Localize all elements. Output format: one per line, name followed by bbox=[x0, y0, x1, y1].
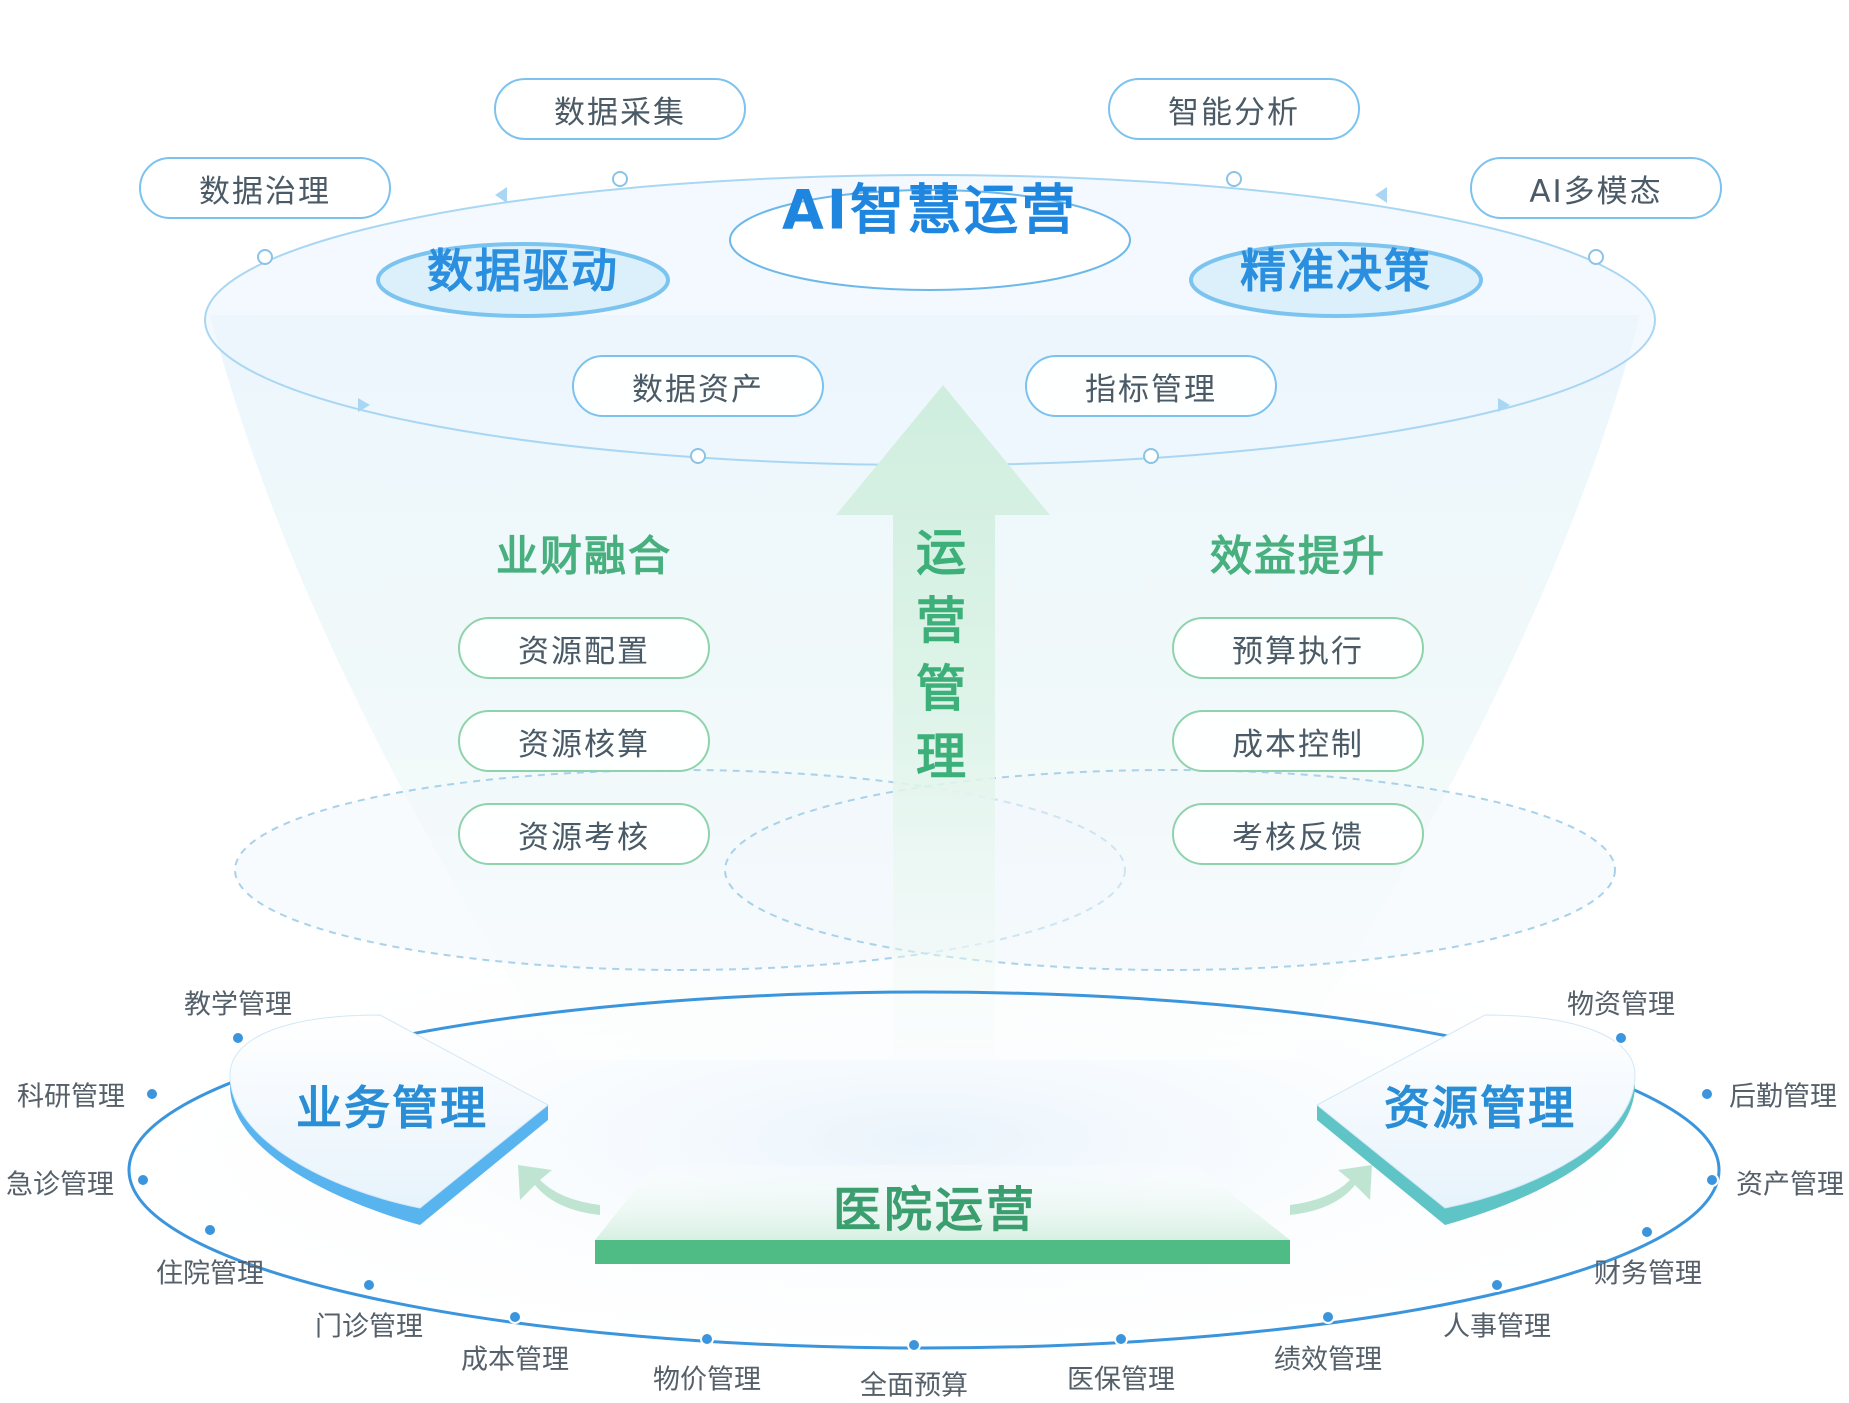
right-plate bbox=[1316, 1014, 1636, 1209]
ring-label-hr: 人事管理 bbox=[1443, 1311, 1551, 1343]
ring-label-insurance: 医保管理 bbox=[1067, 1364, 1175, 1396]
pill-assessment-feedback: 考核反馈 bbox=[1172, 803, 1424, 865]
central-arrow bbox=[836, 385, 1050, 1060]
ring-dot-teaching bbox=[231, 1031, 245, 1045]
base-platform-top bbox=[595, 1165, 1290, 1240]
ring-dot-finance bbox=[1640, 1225, 1654, 1239]
pill-data-collection: 数据采集 bbox=[494, 78, 746, 140]
ring-label-price: 物价管理 bbox=[653, 1364, 761, 1396]
base-ring bbox=[127, 990, 1721, 1350]
operation-management-vertical-label: 运 营 管 理 bbox=[916, 524, 966, 786]
dot-indicator-mgmt bbox=[1143, 448, 1159, 464]
ring-label-materials: 物资管理 bbox=[1567, 989, 1675, 1021]
arrow-to-left-plate bbox=[518, 1165, 600, 1215]
ring-label-emergency: 急诊管理 bbox=[6, 1169, 114, 1201]
ring-label-outpatient: 门诊管理 bbox=[315, 1311, 423, 1343]
ring-label-logistics: 后勤管理 bbox=[1729, 1081, 1837, 1113]
dot-ai-multimodal bbox=[1588, 249, 1604, 265]
ring-label-inpatient: 住院管理 bbox=[156, 1258, 264, 1290]
pill-resource-allocation: 资源配置 bbox=[458, 617, 710, 679]
ring-dot-performance bbox=[1321, 1310, 1335, 1324]
ring-label-performance: 绩效管理 bbox=[1274, 1344, 1382, 1376]
benefit-improvement-heading: 效益提升 bbox=[1209, 531, 1387, 581]
base-platform-bar bbox=[595, 1240, 1290, 1264]
arrow-to-right-plate bbox=[1290, 1165, 1372, 1215]
ring-label-teaching: 教学管理 bbox=[184, 989, 292, 1021]
ring-dot-outpatient bbox=[362, 1278, 376, 1292]
business-finance-fusion-heading: 业财融合 bbox=[495, 531, 673, 581]
top-disc-arrow-bottom-left bbox=[358, 398, 370, 412]
left-plate bbox=[229, 1014, 549, 1209]
precise-decision-heading: 精准决策 bbox=[1240, 244, 1432, 298]
dot-data-assets bbox=[690, 448, 706, 464]
business-management-plate-label: 业务管理 bbox=[296, 1081, 488, 1135]
ring-dot-budget bbox=[907, 1338, 921, 1352]
pill-resource-assessment: 资源考核 bbox=[458, 803, 710, 865]
pill-ai-multimodal: AI多模态 bbox=[1470, 157, 1722, 219]
pill-cost-control: 成本控制 bbox=[1172, 710, 1424, 772]
pill-data-assets: 数据资产 bbox=[572, 355, 824, 417]
ring-dot-assets bbox=[1705, 1173, 1719, 1187]
ai-smart-operation-title: AI智慧运营 bbox=[782, 178, 1078, 242]
ring-label-cost: 成本管理 bbox=[461, 1344, 569, 1376]
dot-smart-analysis bbox=[1226, 171, 1242, 187]
dot-data-governance bbox=[257, 249, 273, 265]
ring-label-assets: 资产管理 bbox=[1736, 1169, 1844, 1201]
pill-data-governance: 数据治理 bbox=[139, 157, 391, 219]
top-disc-arrow-bottom-right bbox=[1498, 398, 1510, 412]
pill-smart-analysis: 智能分析 bbox=[1108, 78, 1360, 140]
ring-dots bbox=[136, 1031, 1719, 1352]
top-disc-arrow-left bbox=[495, 187, 507, 203]
ring-dot-cost bbox=[508, 1310, 522, 1324]
dot-data-collection bbox=[612, 171, 628, 187]
lens-ai bbox=[729, 189, 1131, 291]
ring-label-finance: 财务管理 bbox=[1594, 1258, 1702, 1290]
ring-label-research: 科研管理 bbox=[17, 1081, 125, 1113]
ring-dot-research bbox=[145, 1087, 159, 1101]
ring-label-budget: 全面预算 bbox=[860, 1370, 968, 1402]
pill-indicator-management: 指标管理 bbox=[1025, 355, 1277, 417]
lens-precise-decision bbox=[1189, 242, 1483, 318]
ring-dot-materials bbox=[1614, 1031, 1628, 1045]
ring-dot-insurance bbox=[1114, 1332, 1128, 1346]
ring-dot-logistics bbox=[1700, 1087, 1714, 1101]
ring-dot-inpatient bbox=[203, 1223, 217, 1237]
pill-budget-execution: 预算执行 bbox=[1172, 617, 1424, 679]
ring-dot-emergency bbox=[136, 1173, 150, 1187]
resource-management-plate-label: 资源管理 bbox=[1384, 1081, 1576, 1135]
top-disc-arrow-right bbox=[1375, 187, 1387, 203]
data-driven-heading: 数据驱动 bbox=[427, 244, 619, 298]
hospital-operation-title: 医院运营 bbox=[832, 1182, 1038, 1238]
mid-ring-right bbox=[724, 769, 1616, 971]
ring-dot-price bbox=[700, 1332, 714, 1346]
ring-dot-hr bbox=[1490, 1278, 1504, 1292]
pill-resource-accounting: 资源核算 bbox=[458, 710, 710, 772]
lens-data-driven bbox=[376, 242, 670, 318]
